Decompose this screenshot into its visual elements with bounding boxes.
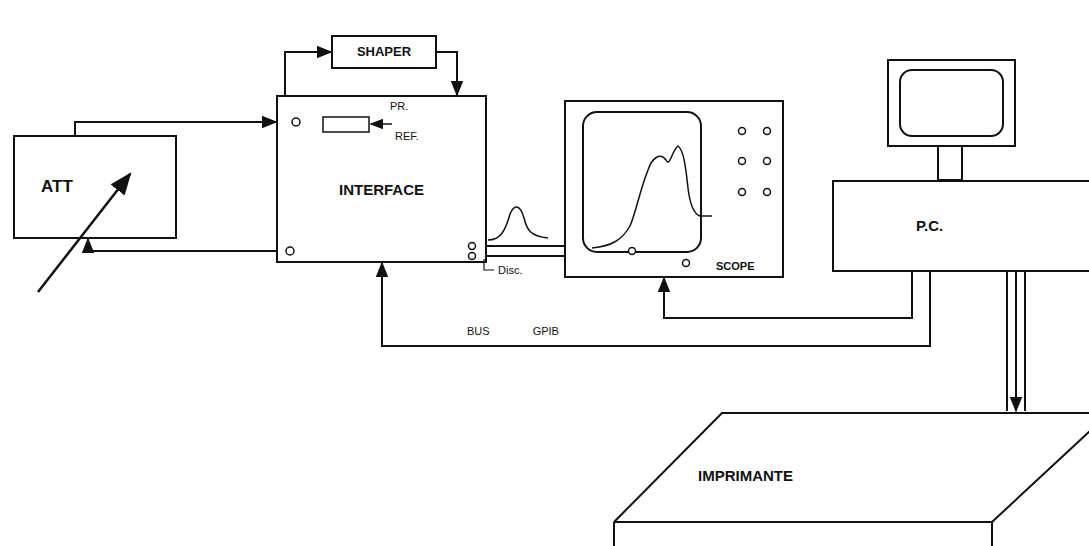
- connector-line: [75, 122, 276, 135]
- connector: [664, 272, 912, 318]
- printer-outline: [614, 413, 1089, 546]
- node-label: INTERFACE: [339, 181, 424, 198]
- cable-outline: [1006, 272, 1008, 411]
- scope-knob: [764, 189, 771, 196]
- monitor-case: [888, 60, 1015, 146]
- scope-box: SCOPE: [564, 100, 784, 278]
- pc-box: P.C.: [832, 180, 1089, 272]
- connector: [487, 256, 564, 257]
- connector: [382, 263, 930, 346]
- connector: [285, 52, 331, 95]
- connector: [437, 52, 457, 95]
- pulse-waveform: [488, 207, 548, 240]
- connector-jack: [629, 248, 636, 255]
- signal-label: Disc.: [497, 264, 523, 277]
- scope-trace: [592, 146, 712, 248]
- printer-outline: [612, 411, 1089, 546]
- node-label: SCOPE: [716, 260, 755, 273]
- scope-screen: [583, 112, 701, 252]
- bus-label: BUS GPIB: [466, 325, 560, 338]
- connector: [1007, 272, 1025, 411]
- attenuator-arrow: [38, 174, 130, 292]
- node-label: SHAPER: [357, 45, 411, 60]
- connector-line: [88, 239, 276, 251]
- connector-line: [487, 245, 564, 247]
- monitor-stand: [938, 146, 962, 180]
- connector-jack: [292, 118, 300, 126]
- connector-line: [437, 52, 457, 95]
- connector: [75, 122, 276, 135]
- connector-line: [487, 255, 564, 257]
- scope-knob: [739, 158, 746, 165]
- attenuator-box: ATT: [13, 135, 177, 239]
- scope-knob: [764, 128, 771, 135]
- connector: [88, 239, 276, 251]
- scope-knob: [739, 128, 746, 135]
- connector-jack: [286, 247, 294, 255]
- connector-line: [285, 52, 331, 95]
- probe-element: [323, 117, 369, 132]
- node-label: P.C.: [916, 217, 943, 234]
- printer: IMPRIMANTE: [612, 411, 1089, 546]
- connector-jack: [683, 260, 690, 267]
- connector-jack: [469, 243, 476, 250]
- port-label: REF.: [394, 130, 420, 143]
- connector-line: [1015, 272, 1017, 411]
- connector: [487, 246, 564, 247]
- node-label: ATT: [41, 177, 73, 197]
- interface-box: INTERFACE: [276, 95, 487, 263]
- connector-line: [382, 263, 930, 346]
- connector-line: [664, 272, 912, 318]
- connector-jack: [469, 253, 476, 260]
- node-label: IMPRIMANTE: [698, 467, 793, 484]
- port-label: PR.: [389, 100, 409, 113]
- shaper-box: SHAPER: [331, 35, 437, 69]
- cable-outline: [1024, 272, 1026, 411]
- reference-arrow: [371, 123, 392, 125]
- monitor-screen: [900, 70, 1003, 136]
- scope-knob: [739, 189, 746, 196]
- scope-knob: [764, 158, 771, 165]
